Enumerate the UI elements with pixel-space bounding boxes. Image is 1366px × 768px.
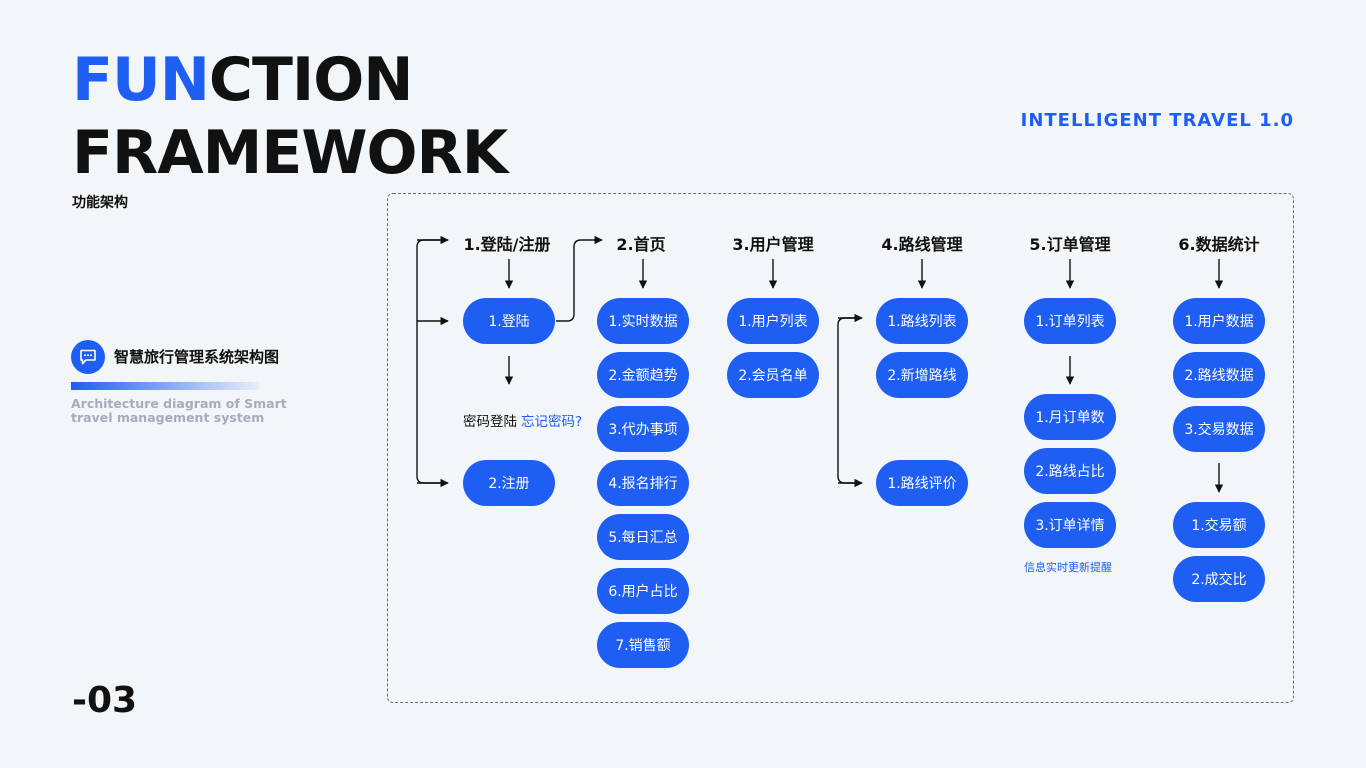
node-trade-amount[interactable]: 1.交易额 (1173, 502, 1265, 548)
diagram-title: 智慧旅行管理系统架构图 (114, 348, 280, 366)
node-amount-trend[interactable]: 2.金额趋势 (597, 352, 689, 398)
password-login-text: 密码登陆忘记密码? (463, 410, 582, 430)
node-signup-ranking[interactable]: 4.报名排行 (597, 460, 689, 506)
node-trade-data[interactable]: 3.交易数据 (1173, 406, 1265, 452)
column-title-login: 1.登陆/注册 (463, 235, 551, 254)
node-route-review[interactable]: 1.路线评价 (876, 460, 968, 506)
node-route-share[interactable]: 2.路线占比 (1024, 448, 1116, 494)
node-register[interactable]: 2.注册 (463, 460, 555, 506)
node-add-route[interactable]: 2.新增路线 (876, 352, 968, 398)
node-todo[interactable]: 3.代办事项 (597, 406, 689, 452)
password-login-label: 密码登陆 (463, 414, 517, 430)
diagram-description: Architecture diagram of Smart travel man… (71, 396, 287, 426)
node-member-list[interactable]: 2.会员名单 (727, 352, 819, 398)
column-title-orders: 5.订单管理 (1029, 235, 1111, 254)
node-realtime-data[interactable]: 1.实时数据 (597, 298, 689, 344)
column-title-home: 2.首页 (616, 235, 666, 254)
column-title-stats: 6.数据统计 (1178, 235, 1260, 254)
realtime-update-note: 信息实时更新提醒 (1024, 561, 1112, 574)
forgot-password-link[interactable]: 忘记密码? (521, 414, 583, 430)
column-title-routes: 4.路线管理 (881, 235, 963, 254)
page-title-line2: FRAMEWORK (72, 118, 508, 188)
node-deal-ratio[interactable]: 2.成交比 (1173, 556, 1265, 602)
node-daily-summary[interactable]: 5.每日汇总 (597, 514, 689, 560)
page-title-line1: FUNCTION (72, 50, 413, 110)
title-rest: CTION (208, 45, 414, 115)
node-route-list[interactable]: 1.路线列表 (876, 298, 968, 344)
node-order-detail[interactable]: 3.订单详情 (1024, 502, 1116, 548)
diagram-frame (387, 193, 1294, 703)
title-accent: FUN (72, 45, 210, 115)
column-title-users: 3.用户管理 (732, 235, 814, 254)
node-monthly-orders[interactable]: 1.月订单数 (1024, 394, 1116, 440)
subtitle-cn: 功能架构 (72, 195, 128, 211)
chat-icon (71, 340, 105, 374)
product-version: INTELLIGENT TRAVEL 1.0 (1020, 110, 1294, 131)
node-order-list[interactable]: 1.订单列表 (1024, 298, 1116, 344)
node-login[interactable]: 1.登陆 (463, 298, 555, 344)
gradient-divider (71, 382, 259, 390)
node-user-ratio[interactable]: 6.用户占比 (597, 568, 689, 614)
page-number: -03 (72, 680, 138, 721)
node-user-data[interactable]: 1.用户数据 (1173, 298, 1265, 344)
node-route-data[interactable]: 2.路线数据 (1173, 352, 1265, 398)
node-sales[interactable]: 7.销售额 (597, 622, 689, 668)
node-user-list[interactable]: 1.用户列表 (727, 298, 819, 344)
